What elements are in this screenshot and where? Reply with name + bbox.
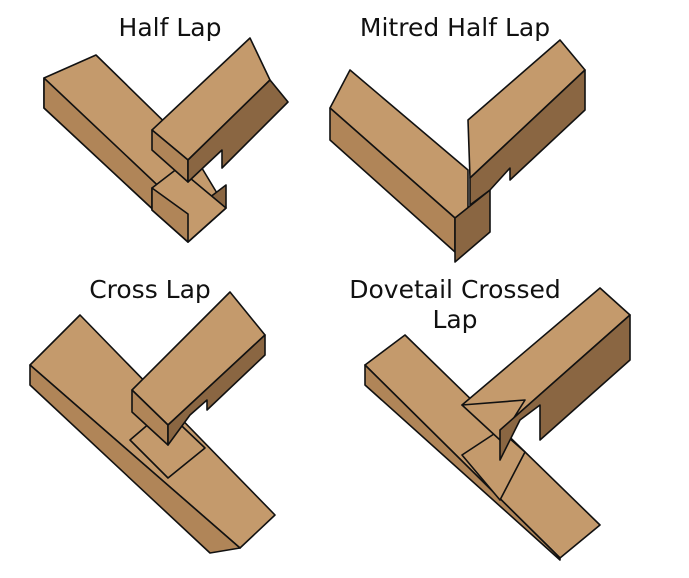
cross-lap-upper-board-end <box>167 334 266 446</box>
mitred-upper-board-end <box>469 69 586 206</box>
dovetail-label-line-2: Lap <box>432 305 478 334</box>
dovetail-crossed-lap-joint <box>364 287 631 561</box>
half-lap-label: Half Lap <box>118 13 222 42</box>
mitred-half-lap-joint <box>329 39 586 263</box>
dovetail-upper-board-end <box>499 314 631 461</box>
cross-lap-lower-board-side <box>29 364 241 554</box>
half-lap-joint <box>43 37 289 243</box>
cross-lap-label: Cross Lap <box>89 275 211 304</box>
mitred-half-lap-label: Mitred Half Lap <box>359 13 551 42</box>
half-lap-upper-board-end <box>187 79 289 183</box>
half-lap-lower-board-lap-side <box>151 187 189 243</box>
dovetail-label-line-1: Dovetail Crossed <box>349 275 561 304</box>
cross-lap-joint <box>29 291 276 554</box>
dovetail-crossed-lap-label: Dovetail Crossed Lap <box>330 275 580 335</box>
dovetail-lower-board-lap <box>461 429 526 501</box>
